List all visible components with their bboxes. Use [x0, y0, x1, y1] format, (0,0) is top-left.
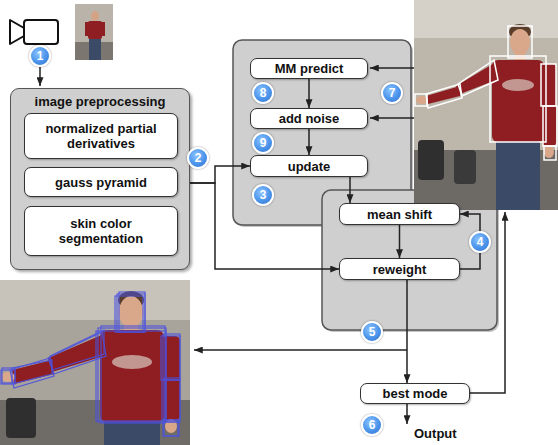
process-box: gauss pyramid — [24, 167, 178, 197]
callout-number: 4 — [477, 236, 484, 248]
preprocessing-panel: image preprocessing normalized partial de… — [10, 88, 190, 270]
callout-number: 6 — [361, 414, 383, 436]
output-label: Output — [414, 426, 457, 441]
process-box: normalized partial derivatives — [24, 113, 178, 159]
flow-arrow — [308, 129, 310, 155]
box-text: add noise — [279, 111, 340, 126]
process-box: add noise — [250, 108, 368, 129]
feedback-arrow — [470, 212, 505, 393]
particles-photo — [0, 280, 190, 445]
callout-number: 4 — [469, 231, 491, 253]
flow-arrow — [190, 183, 339, 269]
box-text: update — [288, 159, 331, 174]
callout-number: 2 — [187, 147, 209, 169]
flow-arrow — [406, 280, 408, 383]
box-text: reweight — [373, 262, 426, 277]
display-arrow — [194, 349, 407, 351]
output-arrow — [406, 403, 408, 424]
box-text: mean shift — [367, 207, 432, 222]
callout-number: 8 — [252, 82, 274, 104]
flow-arrow — [399, 225, 401, 258]
callout-number: 6 — [369, 419, 376, 431]
input-photo — [75, 4, 113, 60]
camera-icon — [10, 20, 58, 44]
callout-number: 9 — [260, 137, 267, 149]
callout-number: 3 — [252, 184, 274, 206]
callout-number: 8 — [260, 87, 267, 99]
callout-number: 2 — [195, 152, 202, 164]
process-box: MM predict — [250, 58, 368, 79]
box-text: image preprocessing — [11, 94, 189, 110]
box-text: gauss pyramid — [55, 175, 147, 190]
box-text: best mode — [382, 386, 447, 401]
process-box: reweight — [339, 258, 460, 280]
process-box: best mode — [360, 383, 470, 404]
flow-arrow — [349, 177, 351, 203]
feedback-arrow — [370, 67, 414, 69]
callout-number: 5 — [369, 326, 376, 338]
meanshift-panel — [322, 190, 497, 330]
callout-number: 3 — [260, 189, 267, 201]
callout-number: 9 — [252, 132, 274, 154]
callout-number: 7 — [389, 87, 396, 99]
output-label: Output — [414, 424, 457, 442]
process-box: mean shift — [339, 203, 460, 225]
box-text: normalized partial derivatives — [31, 121, 171, 151]
tracking-photo — [414, 0, 558, 210]
flow-arrow — [308, 79, 310, 108]
box-text: MM predict — [275, 61, 344, 76]
callout-number: 5 — [361, 321, 383, 343]
process-box: skin color segmentation — [24, 206, 178, 256]
callout-number: 1 — [29, 45, 51, 67]
feedback-arrow — [370, 117, 414, 119]
callout-number: 1 — [37, 50, 44, 62]
box-text: skin color segmentation — [31, 216, 171, 246]
process-box: update — [250, 155, 368, 177]
callout-number: 7 — [381, 82, 403, 104]
